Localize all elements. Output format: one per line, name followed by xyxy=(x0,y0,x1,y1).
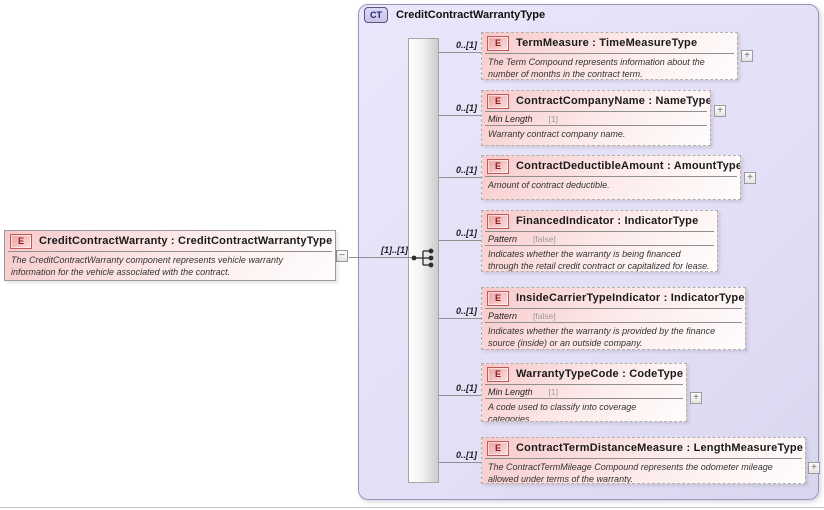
facet-value: [false] xyxy=(533,310,556,321)
divider xyxy=(485,308,742,309)
collapse-toggle[interactable]: − xyxy=(336,250,348,262)
element-title: ContractTermDistanceMeasure : LengthMeas… xyxy=(516,442,804,454)
divider xyxy=(485,176,737,177)
divider xyxy=(485,231,714,232)
connector-line xyxy=(439,395,481,396)
element-box-creditcontractwarranty[interactable]: E CreditContractWarranty : CreditContrac… xyxy=(4,230,336,281)
cardinality-label: 0..[1] xyxy=(455,306,477,316)
facet-row: Pattern [false] xyxy=(482,309,745,322)
element-title: TermMeasure : TimeMeasureType xyxy=(516,37,698,49)
element-icon: E xyxy=(487,440,509,456)
cardinality-label: 0..[1] xyxy=(455,165,477,175)
element-title: ContractCompanyName : NameType xyxy=(516,95,711,107)
facet-row: Pattern [false] xyxy=(482,232,717,245)
complextype-header[interactable]: CT CreditContractWarrantyType xyxy=(364,7,545,23)
expand-toggle[interactable]: + xyxy=(741,50,753,62)
element-description: A code used to classify into coverage ca… xyxy=(488,402,637,422)
divider xyxy=(485,398,683,399)
element-title: WarrantyTypeCode : CodeType xyxy=(516,368,684,380)
element-description: The CreditContractWarranty component rep… xyxy=(11,255,283,277)
facet-value: [1] xyxy=(548,113,558,124)
expand-toggle[interactable]: + xyxy=(808,462,820,474)
element-description: Amount of contract deductible. xyxy=(488,180,610,190)
divider xyxy=(485,458,802,459)
element-title: InsideCarrierTypeIndicator : IndicatorTy… xyxy=(516,292,745,304)
element-title: ContractDeductibleAmount : AmountType xyxy=(516,160,741,172)
connector-line xyxy=(439,52,481,53)
element-icon: E xyxy=(487,93,509,109)
element-box-financedindicator[interactable]: E FinancedIndicator : IndicatorType Patt… xyxy=(481,210,718,272)
sequence-compositor-icon[interactable] xyxy=(410,247,438,269)
element-icon: E xyxy=(10,233,32,249)
window-bottom-border xyxy=(0,507,824,508)
divider xyxy=(485,125,707,126)
divider xyxy=(485,384,683,385)
expand-toggle[interactable]: + xyxy=(744,172,756,184)
element-icon: E xyxy=(487,290,509,306)
divider xyxy=(8,251,332,252)
facet-name: Min Length xyxy=(488,386,533,397)
cardinality-label: 0..[1] xyxy=(455,103,477,113)
cardinality-label: 0..[1] xyxy=(455,40,477,50)
cardinality-label: 0..[1] xyxy=(455,228,477,238)
connector-line xyxy=(439,115,481,116)
connector-line xyxy=(439,318,481,319)
element-description: The Term Compound represents information… xyxy=(488,57,705,79)
element-description: The ContractTermMileage Compound represe… xyxy=(488,462,773,484)
expand-toggle[interactable]: + xyxy=(690,392,702,404)
facet-value: [false] xyxy=(533,233,556,244)
cardinality-label: 0..[1] xyxy=(455,383,477,393)
element-box-contracttermdistancemeasure[interactable]: E ContractTermDistanceMeasure : LengthMe… xyxy=(481,437,806,484)
element-box-termmeasure[interactable]: E TermMeasure : TimeMeasureType The Term… xyxy=(481,32,738,80)
cardinality-label: 0..[1] xyxy=(455,450,477,460)
connector-line xyxy=(439,462,481,463)
element-icon: E xyxy=(487,366,509,382)
divider xyxy=(485,111,707,112)
facet-row: Min Length [1] xyxy=(482,112,710,125)
facet-value: [1] xyxy=(548,386,558,397)
divider xyxy=(485,322,742,323)
expand-toggle[interactable]: + xyxy=(714,105,726,117)
element-description: Indicates whether the warranty is provid… xyxy=(488,326,716,348)
divider xyxy=(485,245,714,246)
element-icon: E xyxy=(487,213,509,229)
complextype-title: CreditContractWarrantyType xyxy=(396,9,546,21)
element-box-insidecarriertypeindicator[interactable]: E InsideCarrierTypeIndicator : Indicator… xyxy=(481,287,746,350)
facet-name: Pattern xyxy=(488,310,518,321)
complextype-icon: CT xyxy=(364,7,388,23)
divider xyxy=(485,53,734,54)
root-connector-line xyxy=(349,257,412,258)
element-icon: E xyxy=(487,35,509,51)
facet-row: Min Length [1] xyxy=(482,385,686,398)
connector-line xyxy=(439,177,481,178)
element-box-contractdeductibleamount[interactable]: E ContractDeductibleAmount : AmountType … xyxy=(481,155,741,200)
element-title: CreditContractWarranty : CreditContractW… xyxy=(39,235,333,247)
element-box-contractcompanyname[interactable]: E ContractCompanyName : NameType Min Len… xyxy=(481,90,711,146)
element-title: FinancedIndicator : IndicatorType xyxy=(516,215,699,227)
element-icon: E xyxy=(487,158,509,174)
facet-name: Min Length xyxy=(488,113,533,124)
element-description: Warranty contract company name. xyxy=(488,129,626,139)
connector-line xyxy=(439,240,481,241)
facet-name: Pattern xyxy=(488,233,518,244)
element-description: Indicates whether the warranty is being … xyxy=(488,249,710,271)
element-box-warrantytypecode[interactable]: E WarrantyTypeCode : CodeType Min Length… xyxy=(481,363,687,422)
root-cardinality-label: [1]..[1] xyxy=(381,245,408,255)
